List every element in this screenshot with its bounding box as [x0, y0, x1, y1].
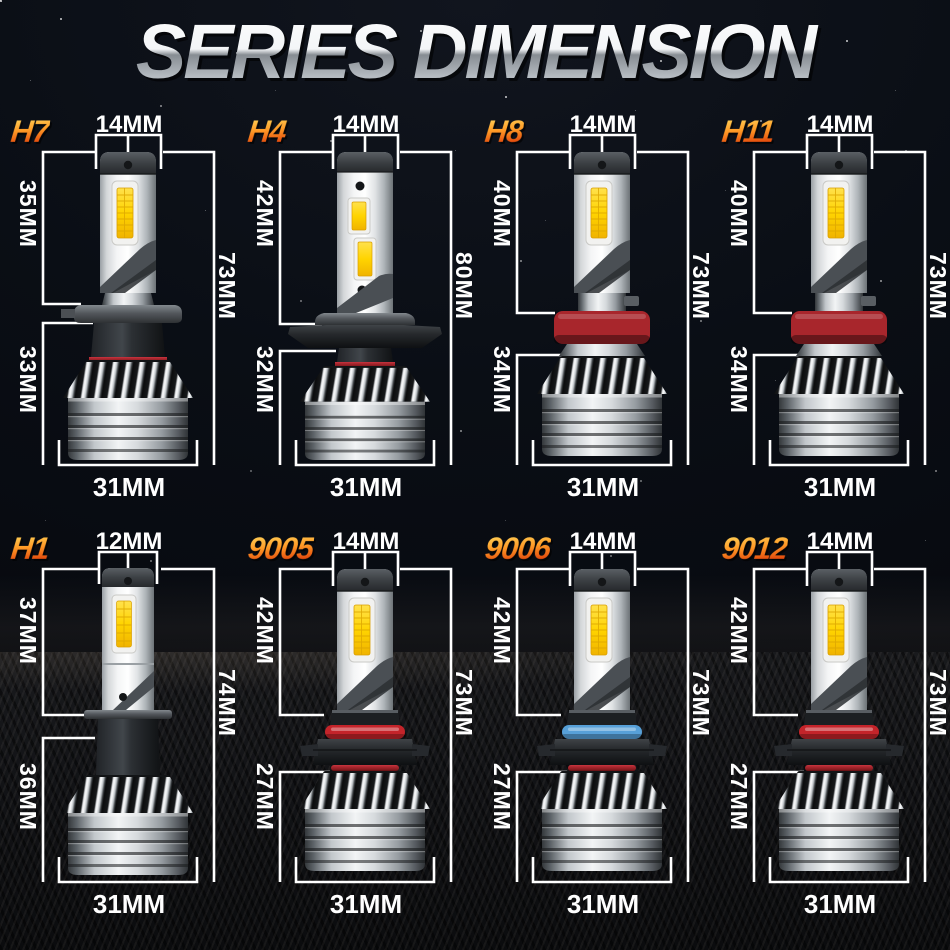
bulb-type-label: H11	[720, 114, 776, 149]
total-height-dim: 73MM	[451, 669, 477, 737]
upper-height-dim: 42MM	[726, 597, 752, 665]
bulb-type-label: 9005	[246, 531, 315, 566]
bulb-type-label: H8	[483, 114, 525, 149]
lower-height-dim: 34MM	[726, 346, 752, 414]
page-title: SERIES DIMENSION	[10, 4, 941, 100]
bulb-type-label: H1	[9, 531, 51, 566]
lower-height-dim: 32MM	[252, 346, 278, 414]
bulb-illustration-h7	[1, 108, 238, 508]
top-width-dim: 14MM	[569, 528, 637, 555]
bulb-illustration-h1	[1, 525, 238, 925]
upper-height-dim: 40MM	[726, 180, 752, 248]
bulb-illustration-9006	[475, 525, 712, 925]
stars-decoration-small	[0, 0, 1, 1]
lower-height-dim: 33MM	[15, 346, 41, 414]
bulb-grid: H7 14MM 35MM 73MM 33MM 31MM H4 14MM 42MM…	[1, 108, 950, 940]
total-height-dim: 73MM	[688, 252, 714, 320]
bulb-type-label: 9006	[483, 531, 552, 566]
lower-height-dim: 34MM	[489, 346, 515, 414]
bulb-illustration-h4	[238, 108, 475, 508]
bulb-type-label: H7	[9, 114, 51, 149]
bulb-card-h4: H4 14MM 42MM 80MM 32MM 31MM	[238, 108, 477, 523]
top-width-dim: 14MM	[569, 111, 637, 138]
bulb-illustration-9005	[238, 525, 475, 925]
lower-height-dim: 27MM	[252, 763, 278, 831]
bulb-card-h11: H11 14MM 40MM 73MM 34MM 31MM	[712, 108, 950, 523]
base-width-dim: 31MM	[566, 889, 640, 919]
top-width-dim: 14MM	[806, 528, 874, 555]
total-height-dim: 73MM	[688, 669, 714, 737]
total-height-dim: 73MM	[925, 669, 950, 737]
bulb-type-label: 9012	[720, 531, 789, 566]
total-height-dim: 74MM	[214, 669, 240, 737]
bulb-card-h7: H7 14MM 35MM 73MM 33MM 31MM	[1, 108, 240, 523]
top-width-dim: 14MM	[806, 111, 874, 138]
bulb-illustration-h11	[712, 108, 949, 508]
lower-height-dim: 27MM	[489, 763, 515, 831]
bulb-card-h1: H1 12MM 37MM 74MM 36MM 31MM	[1, 525, 240, 940]
bulb-type-label: H4	[246, 114, 288, 149]
bulb-card-9012: 9012 14MM 42MM 73MM 27MM 31MM	[712, 525, 950, 940]
lower-height-dim: 27MM	[726, 763, 752, 831]
base-width-dim: 31MM	[803, 889, 877, 919]
upper-height-dim: 40MM	[489, 180, 515, 248]
bulb-card-9006: 9006 14MM 42MM 73MM 27MM 31MM	[475, 525, 714, 940]
upper-height-dim: 42MM	[252, 180, 278, 248]
total-height-dim: 73MM	[925, 252, 950, 320]
bulb-illustration-h8	[475, 108, 712, 508]
top-width-dim: 14MM	[332, 528, 400, 555]
bulb-illustration-9012	[712, 525, 949, 925]
bulb-card-9005: 9005 14MM 42MM 73MM 27MM 31MM	[238, 525, 477, 940]
base-width-dim: 31MM	[566, 472, 640, 502]
stars-decoration	[0, 0, 2, 2]
base-width-dim: 31MM	[329, 472, 403, 502]
lower-height-dim: 36MM	[15, 763, 41, 831]
top-width-dim: 12MM	[95, 528, 163, 555]
top-width-dim: 14MM	[95, 111, 163, 138]
total-height-dim: 80MM	[451, 252, 477, 320]
upper-height-dim: 35MM	[15, 180, 41, 248]
base-width-dim: 31MM	[92, 472, 166, 502]
top-width-dim: 14MM	[332, 111, 400, 138]
total-height-dim: 73MM	[214, 252, 240, 320]
base-width-dim: 31MM	[92, 889, 166, 919]
upper-height-dim: 42MM	[489, 597, 515, 665]
horizon-glow	[0, 575, 950, 655]
upper-height-dim: 37MM	[15, 597, 41, 665]
base-width-dim: 31MM	[329, 889, 403, 919]
base-width-dim: 31MM	[803, 472, 877, 502]
bulb-card-h8: H8 14MM 40MM 73MM 34MM 31MM	[475, 108, 714, 523]
upper-height-dim: 42MM	[252, 597, 278, 665]
